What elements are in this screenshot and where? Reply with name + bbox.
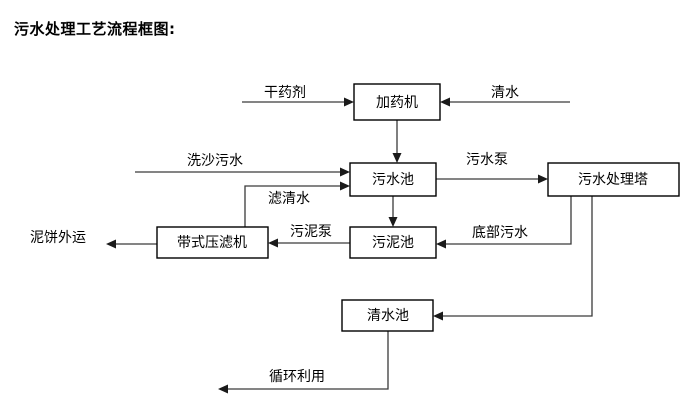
node-sludge-pool-label: 污泥池 bbox=[372, 235, 414, 251]
flow-connectors bbox=[106, 97, 593, 394]
edge-tower-to-sludge-pool bbox=[436, 196, 572, 249]
edge-label-mud-cake-outbound: 泥饼外运 bbox=[30, 230, 86, 246]
edge-label-filtrate-water: 滤清水 bbox=[268, 191, 310, 207]
node-sludge-pool[interactable]: 污泥池 bbox=[349, 226, 437, 259]
edge-label-sewage-pump: 污水泵 bbox=[466, 152, 508, 168]
node-sewage-pool[interactable]: 污水池 bbox=[349, 162, 437, 197]
edge-label-bottom-sewage: 底部污水 bbox=[472, 225, 528, 241]
edge-dosing-to-sewage-pool bbox=[392, 120, 402, 163]
edge-sandwash-to-sewage-pool bbox=[135, 167, 350, 177]
edge-label-dry-reagent: 干药剂 bbox=[264, 85, 306, 101]
node-treatment-tower[interactable]: 污水处理塔 bbox=[547, 162, 680, 197]
node-belt-filter-press-label: 带式压滤机 bbox=[177, 235, 247, 251]
flow-edge-labels: 干药剂 清水 洗沙污水 滤清水 污水泵 污泥泵 底部污水 泥饼外运 循环利用 bbox=[30, 85, 528, 385]
node-sewage-pool-label: 污水池 bbox=[372, 172, 414, 188]
edge-filtrate-to-sewage-pool bbox=[244, 181, 350, 227]
node-dosing-machine[interactable]: 加药机 bbox=[353, 83, 441, 121]
edge-label-sludge-pump: 污泥泵 bbox=[290, 224, 332, 240]
edge-clean-pool-to-recycle bbox=[218, 331, 389, 394]
node-belt-filter-press[interactable]: 带式压滤机 bbox=[156, 226, 269, 259]
node-clean-water-pool-label: 清水池 bbox=[367, 308, 409, 324]
node-dosing-machine-label: 加药机 bbox=[376, 95, 418, 111]
edge-belt-filter-to-mudcake bbox=[106, 239, 157, 249]
node-clean-water-pool[interactable]: 清水池 bbox=[341, 299, 434, 332]
edge-tower-to-clean-pool bbox=[433, 196, 593, 321]
edge-label-sand-wash-water: 洗沙污水 bbox=[187, 153, 243, 169]
flow-nodes: 加药机 污水池 污水处理塔 带式压滤机 污泥池 清水池 bbox=[156, 83, 680, 332]
edge-dry-reagent-to-dosing bbox=[242, 97, 354, 107]
edge-clean-water-to-dosing bbox=[440, 97, 570, 107]
node-treatment-tower-label: 污水处理塔 bbox=[578, 172, 648, 188]
edge-sewage-pool-to-tower bbox=[436, 174, 548, 184]
edge-label-recycle-use: 循环利用 bbox=[269, 369, 325, 385]
edge-sludge-pool-to-belt-filter bbox=[268, 238, 350, 248]
edge-label-clean-water-input: 清水 bbox=[491, 85, 519, 101]
edge-sewage-pool-to-sludge-pool bbox=[388, 196, 398, 227]
page-title: 污水处理工艺流程框图: bbox=[14, 20, 176, 38]
